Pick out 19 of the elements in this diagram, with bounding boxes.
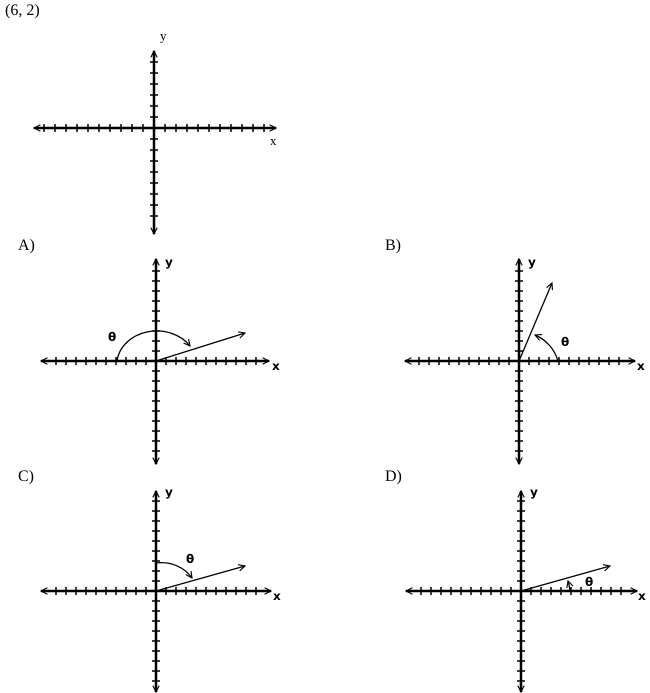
axis-label: y (160, 29, 166, 42)
problem-text: (6, 2) (5, 3, 40, 19)
axis-label: x (637, 360, 645, 372)
option-label: B) (385, 238, 401, 254)
angle-label: θ (585, 576, 594, 588)
angle-label: θ (186, 553, 194, 565)
angle-label: θ (108, 331, 116, 343)
option-label: D) (385, 469, 402, 485)
axis-label: y (528, 256, 536, 268)
axis-label: x (638, 590, 646, 602)
option-label: C) (18, 469, 34, 485)
axis-label: x (273, 590, 281, 602)
angle-label: θ (561, 336, 570, 348)
axis-label: y (165, 256, 173, 268)
axis-label: y (165, 486, 173, 498)
axis-label: x (272, 360, 280, 372)
axis-label: y (530, 486, 538, 498)
axis-label: x (270, 134, 276, 147)
option-label: A) (18, 238, 35, 254)
